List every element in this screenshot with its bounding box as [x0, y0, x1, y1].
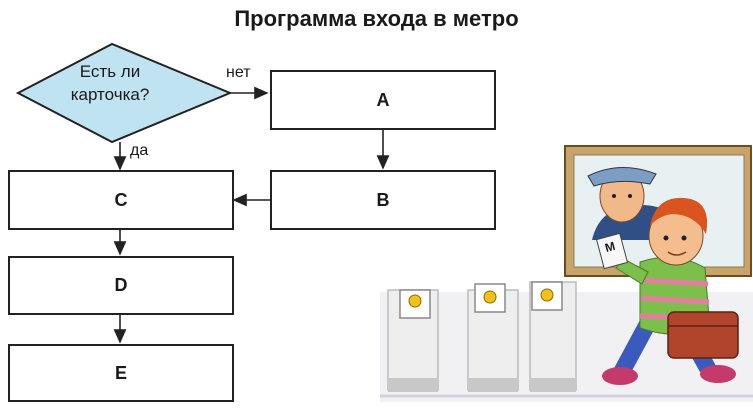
metro-card [595, 232, 629, 270]
turnstile [387, 289, 439, 392]
edge-label-yes: да [130, 142, 149, 159]
turnstile [467, 283, 519, 392]
decision-line-1: Есть ли [79, 62, 141, 81]
box-c: C [8, 170, 234, 230]
page-title: Программа входа в метро [234, 6, 519, 31]
edge-label-no: нет [226, 64, 251, 81]
decision-line-2: карточка? [70, 85, 150, 104]
box-e: E [8, 344, 234, 402]
turnstile [529, 281, 577, 392]
box-b: B [270, 170, 496, 230]
boy-with-bag [595, 197, 739, 385]
metro-illustration [380, 145, 753, 402]
box-a: A [270, 70, 496, 130]
decision-label: Есть ли карточка? [40, 60, 180, 106]
box-d: D [8, 256, 234, 315]
